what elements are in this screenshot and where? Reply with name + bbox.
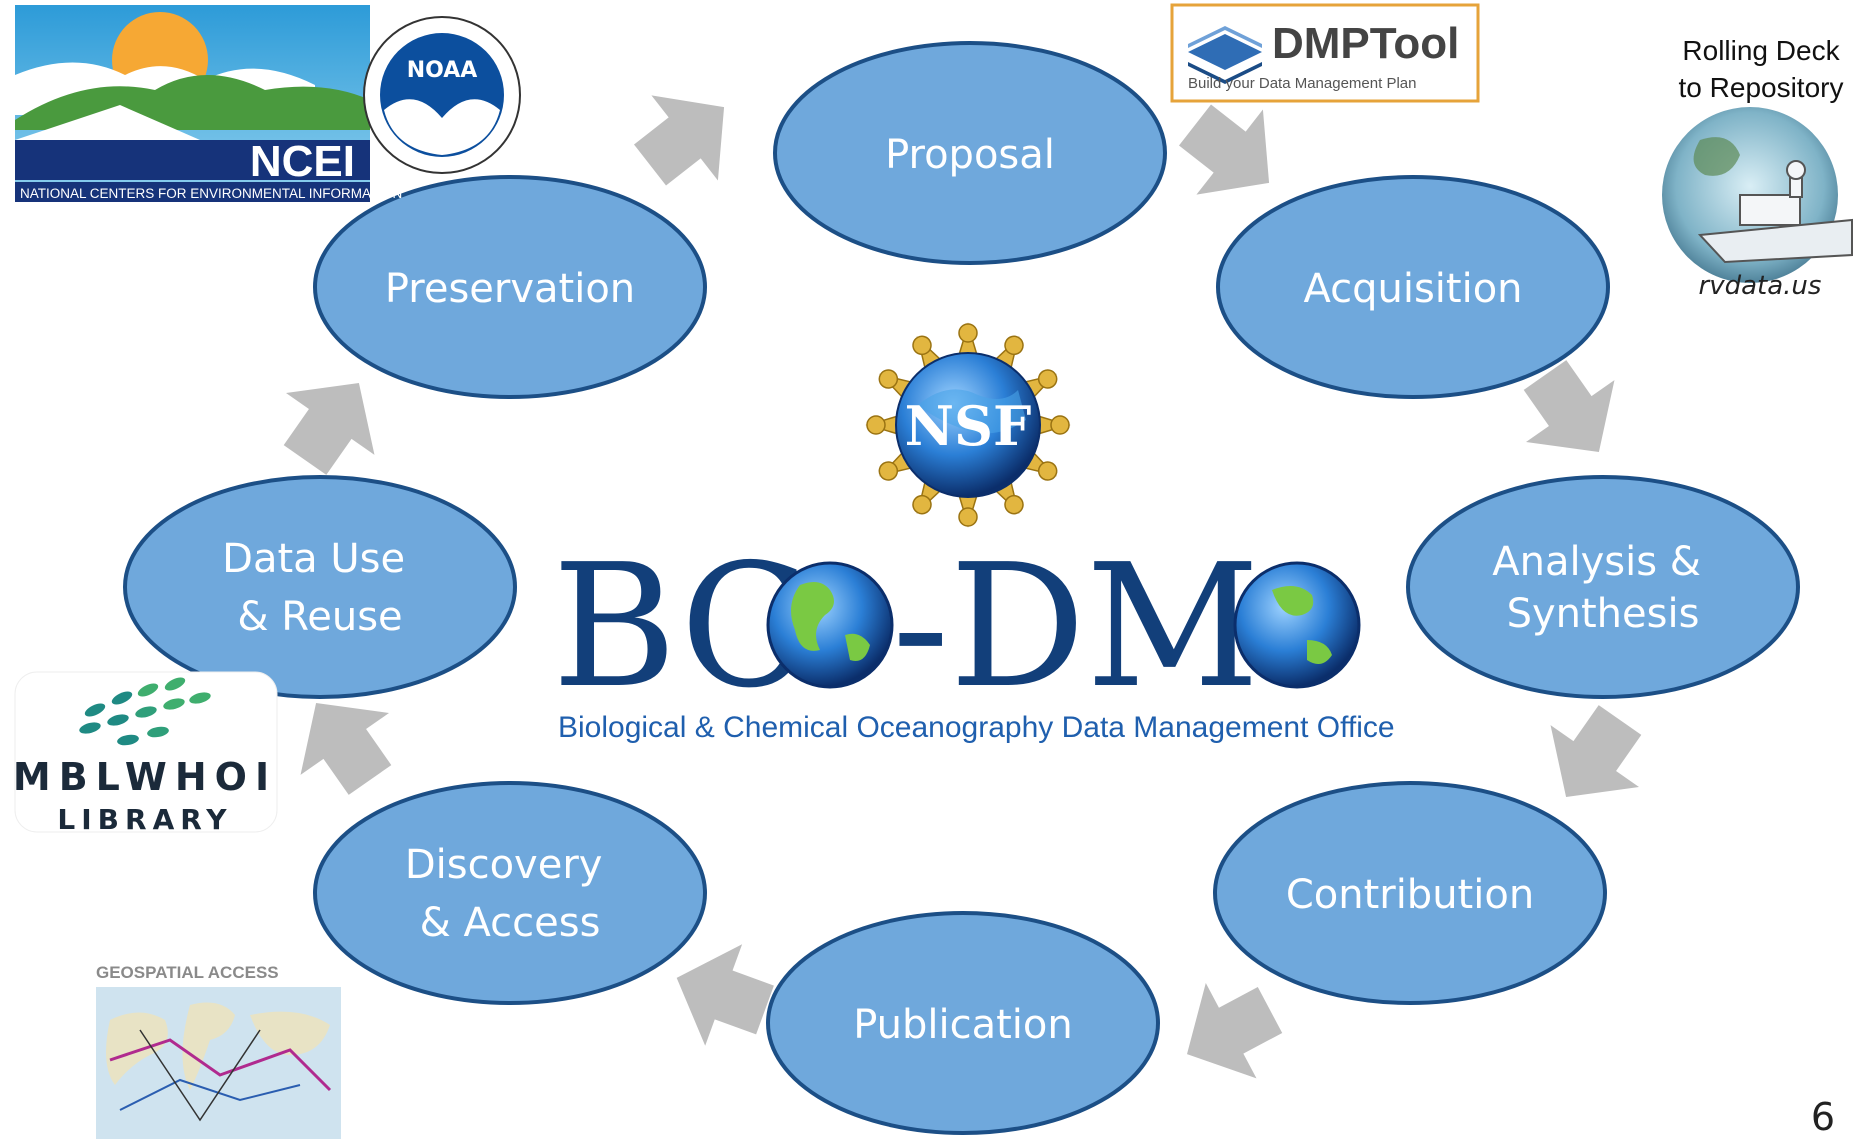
mblwhoi-line2: LIBRARY: [57, 803, 232, 836]
noaa-name: NOAA: [407, 58, 478, 83]
node-publication-line1: Publication: [853, 1002, 1073, 1048]
node-analysis-line1: Analysis &: [1492, 539, 1701, 585]
geospatial-access-logo: GEOSPATIAL ACCESS: [96, 963, 341, 1139]
node-preservation: Preservation: [313, 175, 707, 399]
svg-text:Discovery & Access: Discovery & Access: [405, 842, 615, 946]
node-datause-line1: Data Use: [222, 536, 405, 582]
dmptool-stack-icon: [1188, 26, 1262, 84]
ship-icon: [1697, 160, 1853, 264]
node-acquisition: Acquisition: [1216, 175, 1610, 399]
node-analysis-synthesis: Analysis & Synthesis: [1406, 475, 1800, 699]
arrow-preservation-to-proposal: [633, 95, 725, 186]
r2r-line1: Rolling Deck: [1682, 35, 1840, 66]
r2r-url: rvdata.us: [1699, 271, 1822, 301]
bco-subtitle: Biological & Chemical Oceanography Data …: [558, 711, 1395, 744]
node-proposal-line1: Proposal: [885, 132, 1055, 178]
svg-text:Publication: Publication: [853, 1002, 1073, 1048]
node-publication: Publication: [766, 911, 1160, 1135]
nsf-label: NSF: [905, 394, 1032, 458]
dmptool-logo: DMPTool Build your Data Management Plan: [1170, 3, 1480, 103]
r2r-line2: to Repository: [1679, 72, 1844, 103]
dmptool-tagline: Build your Data Management Plan: [1188, 75, 1416, 92]
nsf-seal-logo: NSF: [865, 322, 1071, 528]
geo-label: GEOSPATIAL ACCESS: [96, 963, 279, 982]
svg-text:Data Use & Reuse: Data Use & Reuse: [222, 536, 418, 640]
ncei-logo: NCEI NATIONAL CENTERS FOR ENVIRONMENTAL …: [15, 5, 402, 202]
svg-text:Proposal: Proposal: [885, 132, 1055, 178]
node-acquisition-line1: Acquisition: [1303, 266, 1522, 312]
arrow-discovery-to-datause: [300, 702, 392, 795]
svg-text:Acquisition: Acquisition: [1303, 266, 1522, 312]
world-map-icon: [96, 987, 341, 1139]
svg-text:Preservation: Preservation: [385, 266, 635, 312]
ncei-name: NCEI: [250, 137, 355, 186]
arrow-proposal-to-acquisition: [1178, 104, 1270, 195]
node-analysis-line2: Synthesis: [1507, 591, 1700, 637]
noaa-logo: NOAA: [363, 16, 521, 174]
node-datause-line2: & Reuse: [237, 594, 402, 640]
mblwhoi-line1: MBLWHOI: [13, 755, 277, 799]
node-discovery-access: Discovery & Access: [313, 781, 707, 1005]
arrow-analysis-to-contribution: [1550, 705, 1642, 798]
arrow-acquisition-to-analysis: [1523, 360, 1615, 453]
svg-text:Analysis & Synthesis: Analysis & Synthesis: [1492, 539, 1713, 637]
arrow-datause-to-preservation: [283, 382, 375, 475]
node-proposal: Proposal: [773, 41, 1167, 265]
globe-icon: [766, 561, 894, 689]
ncei-full-name: NATIONAL CENTERS FOR ENVIRONMENTAL INFOR…: [20, 186, 402, 201]
dmptool-name: DMPTool: [1272, 19, 1459, 68]
node-discovery-line2: & Access: [420, 900, 601, 946]
node-contribution: Contribution: [1213, 781, 1607, 1005]
arrow-publication-to-discovery: [676, 944, 774, 1046]
node-contribution-line1: Contribution: [1286, 872, 1534, 918]
page-number: 6: [1811, 1095, 1835, 1139]
svg-text:Contribution: Contribution: [1286, 872, 1534, 918]
arrow-contribution-to-publication: [1187, 982, 1283, 1079]
globe-icon-secondary: [1233, 561, 1361, 689]
mblwhoi-logo: MBLWHOI LIBRARY: [13, 671, 278, 836]
fish-school-icon: [79, 677, 211, 746]
node-data-use-reuse: Data Use & Reuse: [123, 475, 517, 699]
node-discovery-line1: Discovery: [405, 842, 603, 888]
bco-dmo-logo: BC -DM Biological & Chemical Oceanograph…: [552, 528, 1395, 744]
r2r-logo: Rolling Deck to Repository rvdata.us: [1662, 35, 1853, 301]
bco-title-mid: -DM: [892, 528, 1260, 726]
node-preservation-line1: Preservation: [385, 266, 635, 312]
cycle-arrows: [283, 95, 1642, 1079]
